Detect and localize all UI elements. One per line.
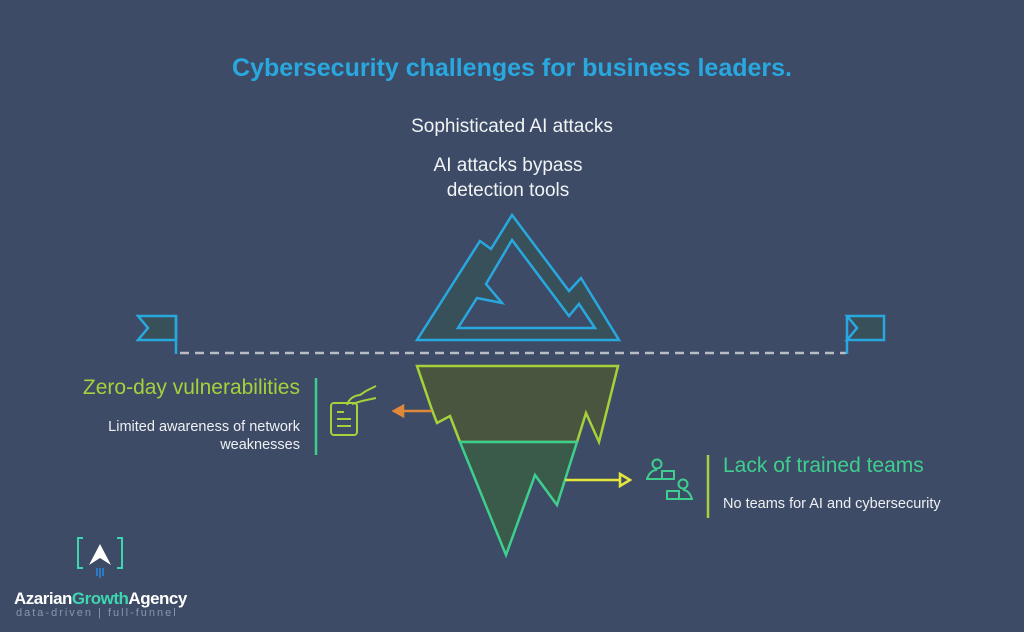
mountain-icon [414,212,622,342]
top-heading: Sophisticated AI attacks [411,116,613,137]
left-heading: Zero-day vulnerabilities [82,376,300,399]
arrow-left [391,403,432,419]
brand-part1: Azarian [14,589,72,608]
flag-left-icon [135,314,178,354]
page-title: Cybersecurity challenges for business le… [232,54,792,82]
brand-logo-icon [77,537,123,578]
iceberg-lower [458,440,579,559]
right-description: No teams for AI and cybersecurity [723,496,941,512]
brand-part2: Growth [71,589,129,608]
brand-part3: Agency [128,589,187,608]
team-laptop-icon [646,458,693,500]
document-hand-icon [330,385,377,436]
brand-tagline: data-driven | full-funnel [16,607,178,619]
brand-name: AzarianGrowthAgency [14,589,187,609]
arrow-right [565,471,633,489]
top-description: AI attacks bypass detection tools [433,155,583,201]
flag-right-icon [844,314,886,354]
iceberg-upper [415,364,620,446]
right-heading: Lack of trained teams [723,454,924,477]
left-description: Limited awareness of network weaknesses [108,419,300,453]
